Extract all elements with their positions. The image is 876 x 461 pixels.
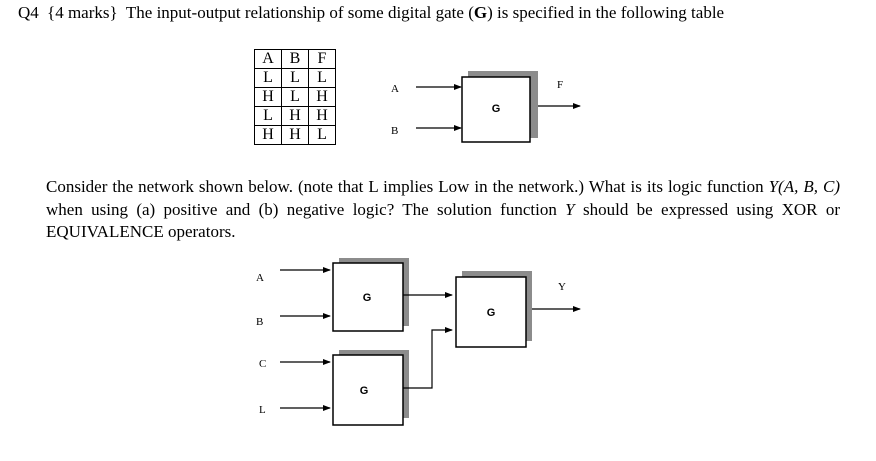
network-gate-1-box xyxy=(332,262,404,332)
single-gate-label: G xyxy=(492,103,501,115)
paragraph-part1: Consider the network shown below. (note … xyxy=(46,177,769,196)
network-gate-2-label: G xyxy=(360,385,369,397)
truth-table-cell: H xyxy=(254,125,282,145)
network-input-b-label: B xyxy=(256,316,263,328)
gate-symbol: G xyxy=(473,3,488,22)
single-gate-diagram: A B G F xyxy=(391,71,581,143)
network-gate-3-box xyxy=(455,276,527,348)
question-text-after: ) is specified in the following table xyxy=(487,3,725,22)
network-gate-3-label: G xyxy=(487,307,496,319)
paragraph-math-y: Y xyxy=(565,199,575,219)
question-heading: Q4 {4 marks} The input-output relationsh… xyxy=(18,3,724,23)
network-input-l-label: L xyxy=(259,404,266,416)
paragraph-part3: should be expressed using XOR or EQUIVAL… xyxy=(46,199,840,242)
paragraph-math-function: Y(A, B, C) xyxy=(768,177,840,196)
truth-table-row: H L H xyxy=(254,87,336,107)
network-gate-2-box xyxy=(332,354,404,426)
paragraph-part2: when using (a) positive and (b) negative… xyxy=(46,199,566,219)
single-gate-input-b-label: B xyxy=(391,125,398,137)
question-marks: {4 marks} xyxy=(47,3,118,22)
network-input-c-label: C xyxy=(259,358,266,370)
truth-table-row: H H L xyxy=(254,125,336,145)
truth-table-cell: L xyxy=(308,68,336,88)
question-number: Q4 xyxy=(18,3,39,22)
question-text-before: The input-output relationship of some di… xyxy=(125,3,474,22)
network-output-label: Y xyxy=(558,281,566,293)
network-diagram: A B C L G G G Y xyxy=(256,258,581,426)
truth-table: A B F L L L H L H L H H H H L xyxy=(254,49,336,145)
question-paragraph: Consider the network shown below. (note … xyxy=(46,176,840,244)
network-input-a-label: A xyxy=(256,272,264,284)
single-gate-input-a-label: A xyxy=(391,83,399,95)
truth-table-row: L L L xyxy=(254,68,336,88)
network-gate-1-label: G xyxy=(363,292,372,304)
network-gate2-to-gate3-wire xyxy=(403,327,453,389)
single-gate-box xyxy=(461,76,531,143)
single-gate-output-label: F xyxy=(557,79,563,91)
truth-table-cell: L xyxy=(308,125,336,145)
truth-table-row: L H H xyxy=(254,106,336,126)
